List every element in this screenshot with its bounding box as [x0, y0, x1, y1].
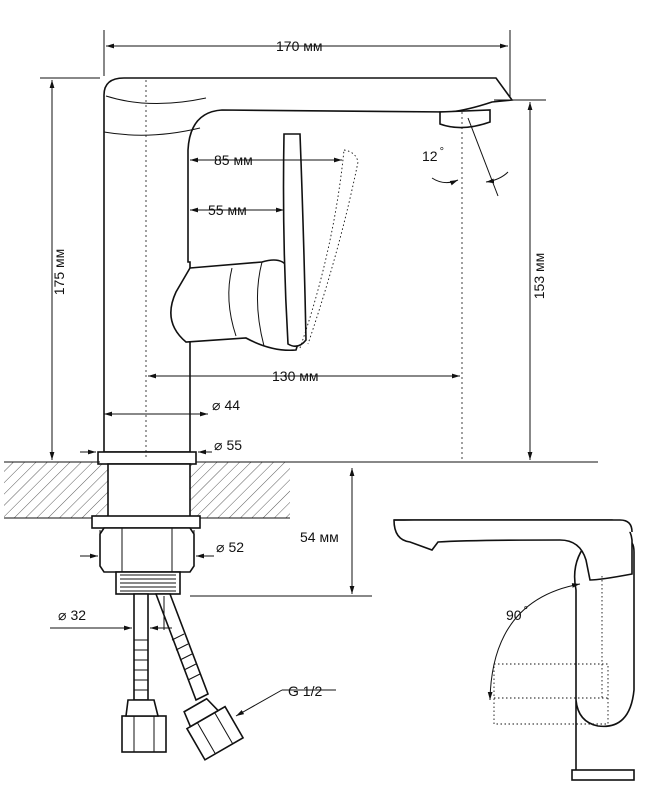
- hose-left: [133, 593, 149, 701]
- svg-text:⌀55: ⌀55: [214, 437, 242, 453]
- base-ring: [97, 451, 197, 465]
- label-depth-54: 54 мм: [300, 529, 339, 545]
- label-dia-55: ⌀55: [214, 437, 242, 453]
- rotation-view-base: [571, 769, 635, 781]
- mounting-washer: [91, 515, 201, 529]
- svg-text:90°: 90°: [506, 605, 528, 623]
- lever-handle: [170, 133, 359, 352]
- dimension-labels: 170 мм 85 мм 55 мм 175 мм 153 мм 130 мм …: [51, 38, 547, 699]
- svg-text:12°: 12°: [422, 146, 444, 164]
- hose-fitting-left: [121, 715, 167, 753]
- label-lever-55: 55 мм: [208, 202, 247, 218]
- svg-text:⌀44: ⌀44: [212, 397, 240, 413]
- label-thread: G 1/2: [288, 683, 322, 699]
- label-dia-44: ⌀44: [212, 397, 240, 413]
- mounting-assembly: [91, 463, 201, 595]
- svg-text:⌀52: ⌀52: [216, 539, 244, 555]
- label-width-170: 170 мм: [276, 38, 323, 54]
- dimension-lines: [49, 43, 533, 717]
- svg-text:⌀32: ⌀32: [58, 607, 86, 623]
- aerator: [439, 109, 491, 129]
- extension-lines: [40, 30, 546, 597]
- label-height-153: 153 мм: [531, 253, 547, 300]
- flex-hoses: [121, 593, 245, 761]
- countertop: [4, 461, 598, 519]
- label-lever-85: 85 мм: [214, 152, 253, 168]
- label-angle-12: 12°: [422, 146, 444, 164]
- label-dia-32: ⌀32: [58, 607, 86, 623]
- label-reach-130: 130 мм: [272, 368, 319, 384]
- label-dia-52: ⌀52: [216, 539, 244, 555]
- fixing-nut: [99, 527, 195, 573]
- label-rotation-90: 90°: [506, 605, 528, 623]
- rotation-view: [393, 519, 635, 781]
- label-height-175: 175 мм: [51, 249, 67, 296]
